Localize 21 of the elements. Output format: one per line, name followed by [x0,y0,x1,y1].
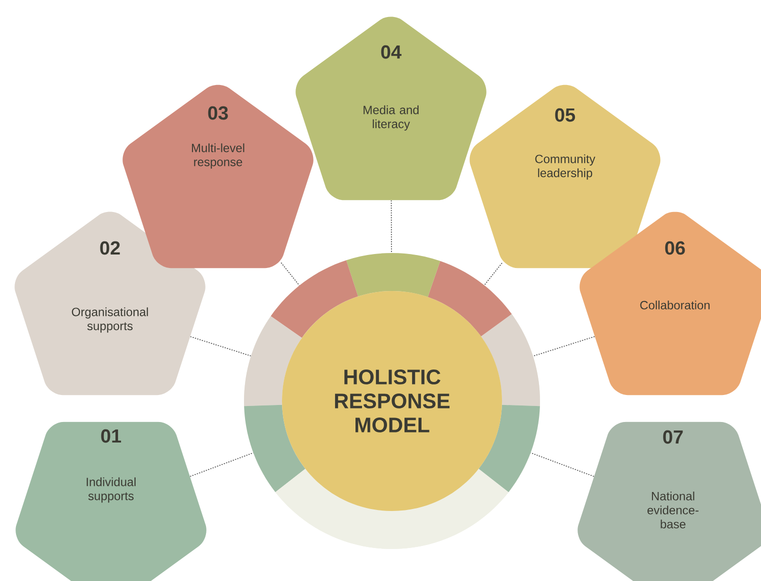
connector-line [190,336,252,356]
number: 05 [555,108,576,122]
label: Individual supports [86,477,136,503]
label: Collaboration [640,300,710,310]
connector-line [484,262,502,286]
label: Media and literacy [364,105,419,131]
label: Multi-level response [192,143,244,169]
number: 06 [665,241,685,255]
number: 03 [208,106,228,120]
connector-line [530,452,594,477]
label: Organisational supports [72,307,148,333]
connector-line [190,452,254,477]
number: 04 [381,45,402,59]
label: Community leadership [535,154,596,180]
number: 02 [100,241,120,255]
label: National evidence-base [647,492,698,528]
connector-line [532,336,596,357]
connector-line [280,262,300,286]
connector-line [390,200,392,254]
number: 01 [101,429,122,443]
number: 07 [663,430,683,444]
